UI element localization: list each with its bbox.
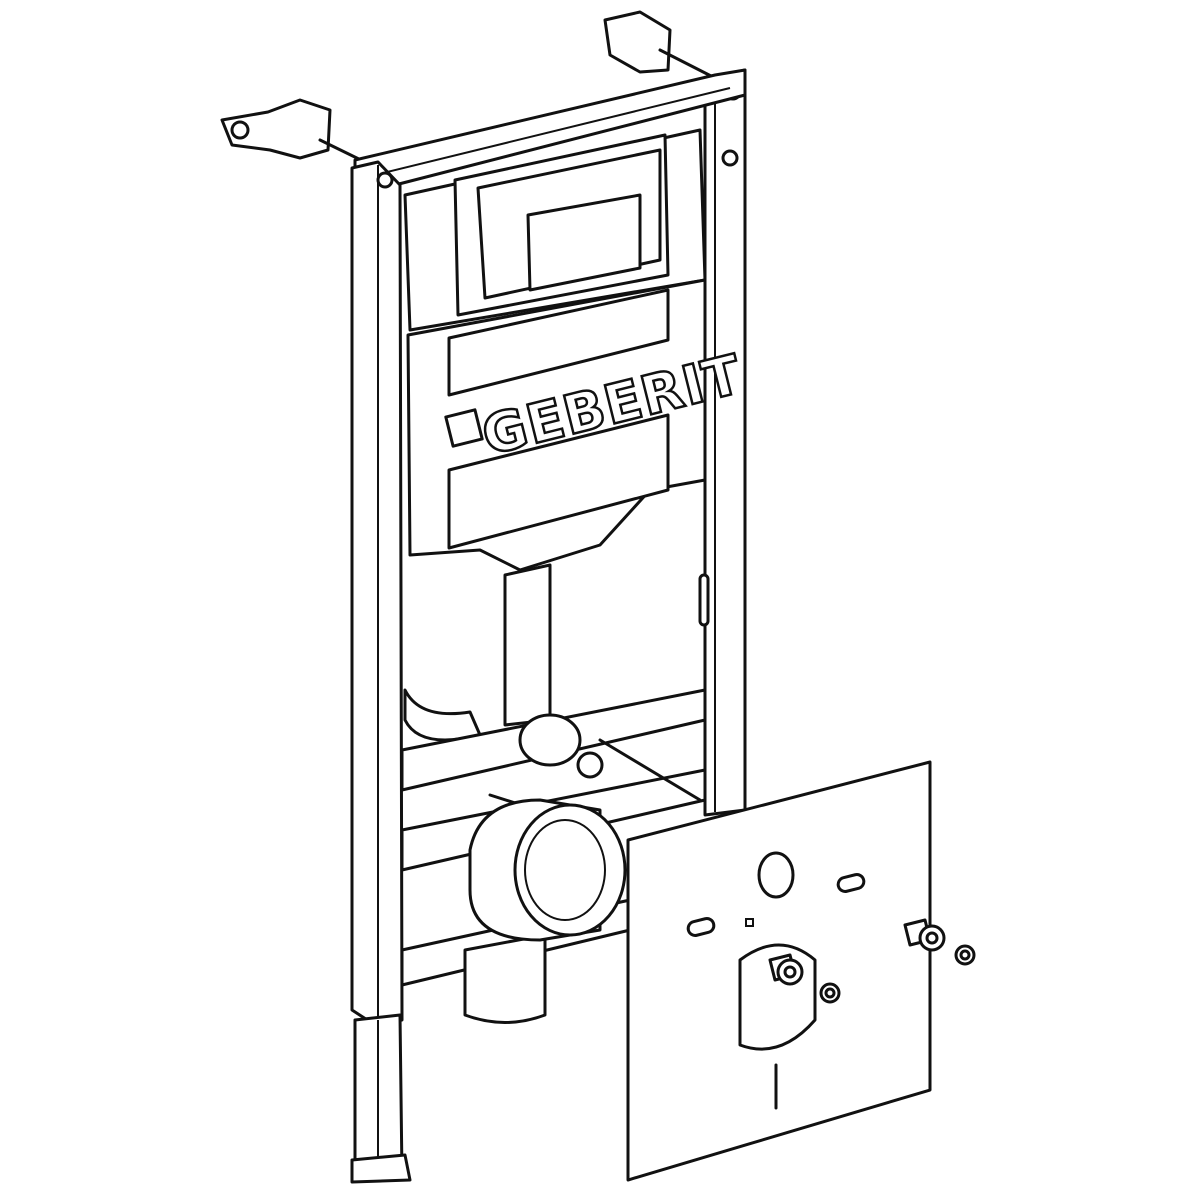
flush-bend: [463, 798, 627, 1024]
cistern-upper: [403, 128, 707, 332]
wall-bracket-left: [220, 98, 367, 164]
logo-square: [444, 408, 484, 448]
bolts-and-washers: [768, 918, 976, 1004]
drain-pipe: [403, 563, 552, 742]
flush-plate-opening: [526, 193, 642, 292]
frame-right-post: [698, 68, 747, 817]
wall-bracket-right: [603, 10, 717, 80]
frame-left-post: [350, 160, 412, 1184]
cistern-panel: GEBERIT: [406, 278, 749, 572]
